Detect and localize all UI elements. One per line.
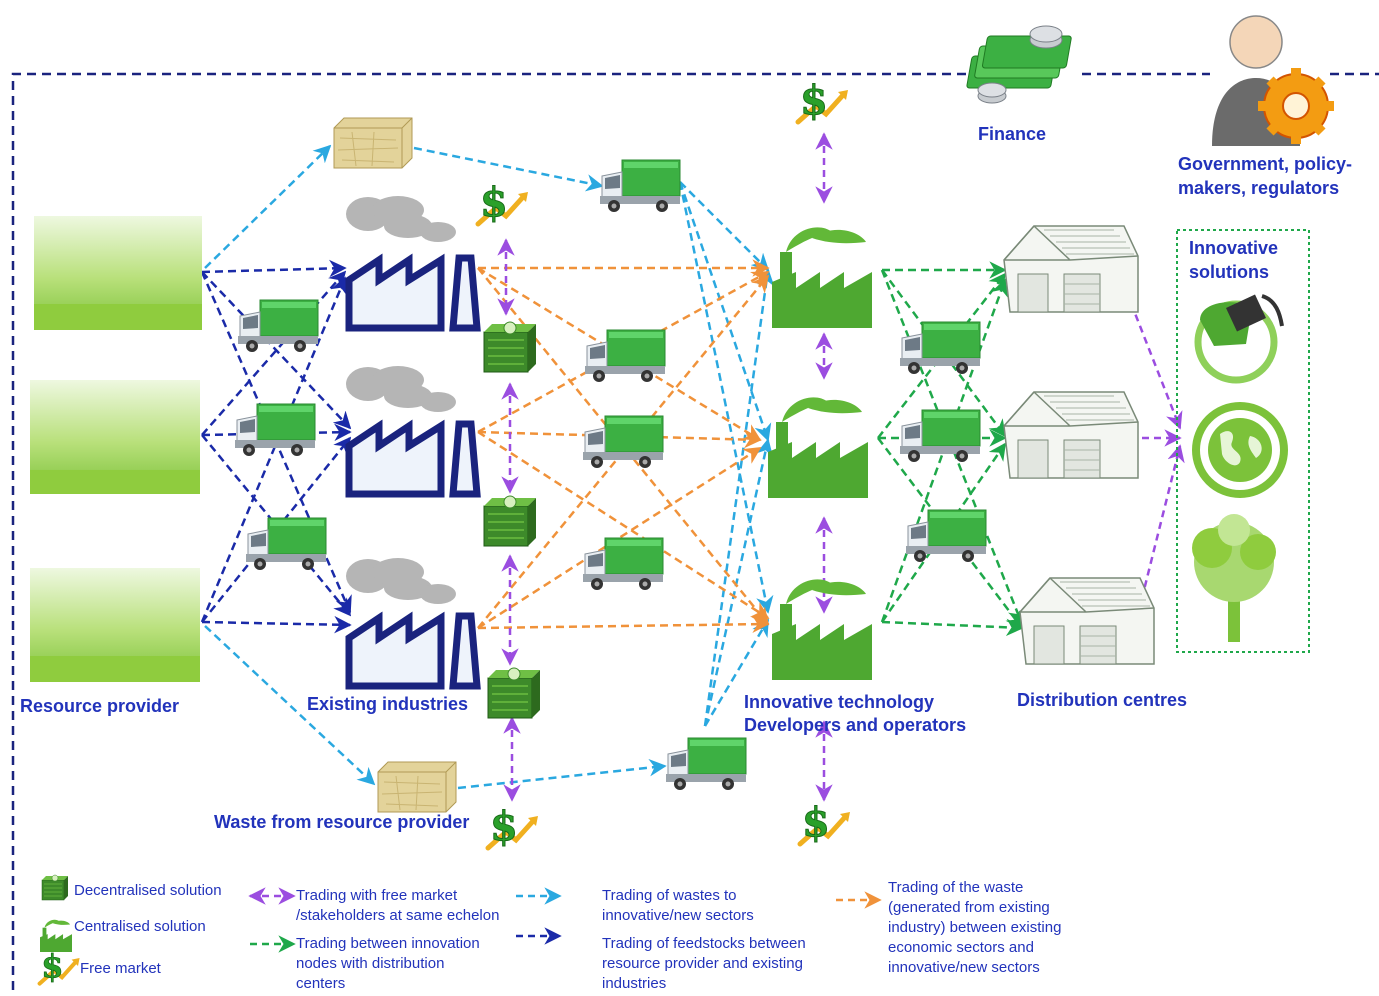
truck-icon bbox=[899, 321, 981, 375]
free-market-arrows bbox=[497, 132, 833, 802]
fuel-pump-icon bbox=[1194, 294, 1284, 384]
decentralised-unit-icon bbox=[487, 667, 541, 719]
innovative-tech-label-2: Developers and operators bbox=[744, 715, 967, 735]
warehouse-icon bbox=[1003, 391, 1139, 479]
truck-icon bbox=[245, 517, 327, 571]
legend-arrows bbox=[248, 887, 882, 953]
green-factory-icon bbox=[772, 579, 872, 680]
earth-icon bbox=[1192, 402, 1288, 498]
crop-field-icon bbox=[34, 216, 202, 330]
smoke-icon bbox=[346, 558, 456, 604]
gear-person-icon bbox=[1212, 15, 1334, 146]
truck-icon bbox=[582, 537, 664, 591]
legend-decentralised-icon bbox=[41, 874, 69, 901]
waste-from-provider-label: Waste from resource provider bbox=[214, 812, 470, 832]
boundary bbox=[11, 72, 1379, 990]
factory-icon bbox=[349, 616, 477, 686]
money-stack-icon bbox=[966, 25, 1072, 104]
truck-icon bbox=[582, 415, 664, 469]
resource-provider-label: Resource provider bbox=[20, 696, 180, 716]
crop-field-icon bbox=[30, 568, 200, 682]
legend-centralised: Centralised solution bbox=[74, 918, 206, 935]
legend-trading-waste-generated: Trading of the waste (generated from exi… bbox=[888, 879, 1062, 976]
innovative-solutions-label: Innovative solutions bbox=[1189, 238, 1279, 282]
tree-icon bbox=[1192, 514, 1276, 642]
hay-bale-icon bbox=[377, 761, 457, 813]
legend-dollar-icon bbox=[40, 947, 80, 985]
legend-trading-wastes: Trading of wastes to innovative/new sect… bbox=[602, 887, 754, 924]
decentralised-unit-icon bbox=[483, 321, 537, 373]
government-label: Government, policy-makers, regulators bbox=[1178, 154, 1353, 198]
distribution-centres-label: Distribution centres bbox=[1017, 690, 1188, 710]
legend-trading-free-market: Trading with free market /stakeholders a… bbox=[296, 887, 500, 924]
truck-icon bbox=[899, 409, 981, 463]
hay-bale-icon bbox=[333, 117, 413, 169]
innovative-tech-label-1: Innovative technology bbox=[744, 692, 935, 712]
factory-icon bbox=[349, 424, 477, 494]
truck-icon bbox=[584, 329, 666, 383]
green-factory-icon bbox=[768, 397, 868, 498]
warehouse-icon bbox=[1019, 577, 1155, 665]
warehouse-icon bbox=[1003, 225, 1139, 313]
dollar-icon bbox=[478, 179, 528, 226]
finance-label: Finance bbox=[978, 124, 1047, 144]
decentralised-unit-icon bbox=[483, 495, 537, 547]
smoke-icon bbox=[346, 366, 456, 412]
legend-trading-feedstocks: Trading of feedstocks between resource p… bbox=[602, 935, 806, 992]
legend-trading-innovation-distribution: Trading between innovation nodes with di… bbox=[296, 935, 480, 992]
dollar-icon bbox=[488, 803, 538, 850]
innovative-solutions-box bbox=[1176, 229, 1310, 653]
dollar-icon bbox=[800, 799, 850, 846]
truck-icon bbox=[665, 737, 747, 791]
crop-field-icon bbox=[30, 380, 200, 494]
legend-decentralised: Decentralised solution bbox=[74, 882, 222, 899]
smoke-icon bbox=[346, 196, 456, 242]
factory-icon bbox=[349, 258, 477, 328]
existing-industries-label: Existing industries bbox=[307, 694, 469, 714]
dollar-icon bbox=[798, 77, 848, 124]
waste-arrows bbox=[204, 144, 775, 790]
truck-icon bbox=[237, 299, 319, 353]
legend-free-market: Free market bbox=[80, 960, 161, 977]
truck-icon bbox=[905, 509, 987, 563]
green-factory-icon bbox=[772, 227, 872, 328]
truck-icon bbox=[599, 159, 681, 213]
waste-generated-arrows bbox=[477, 259, 770, 633]
